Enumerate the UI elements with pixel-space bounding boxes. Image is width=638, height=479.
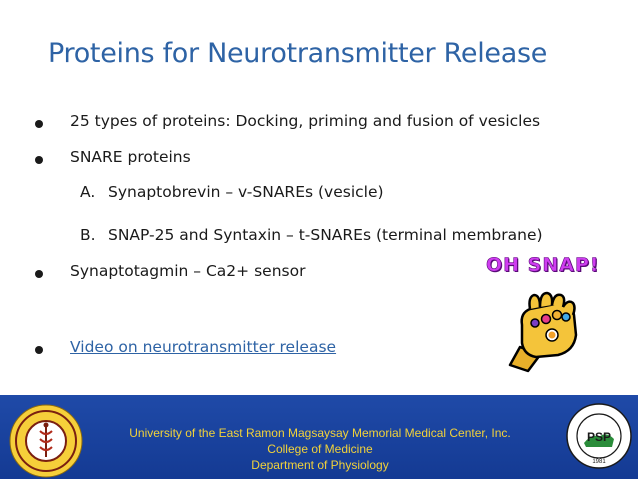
uermmmc-seal-icon xyxy=(9,404,83,478)
footer-band: University of the East Ramon Magsaysay M… xyxy=(0,395,638,479)
psp-seal-icon: PSP 1981 xyxy=(566,403,632,469)
psp-seal-year: 1981 xyxy=(592,459,606,465)
bullet-dot xyxy=(35,270,43,278)
footer-college: College of Medicine xyxy=(267,442,373,456)
video-link[interactable]: Video on neurotransmitter release xyxy=(70,338,337,356)
oh-snap-sticker-text: OH SNAP! xyxy=(486,254,600,277)
bullet-dot xyxy=(35,120,43,128)
sub-item-synaptobrevin: A. Synaptobrevin – v-SNAREs (vesicle) xyxy=(80,183,384,201)
bullet-dot xyxy=(35,346,43,354)
sub-item-letter: B. xyxy=(80,226,96,244)
sub-item-letter: A. xyxy=(80,183,96,201)
bullet-proteins-types: 25 types of proteins: Docking, priming a… xyxy=(70,112,541,130)
footer-department: Department of Physiology xyxy=(251,458,389,472)
gauntlet-sticker-icon xyxy=(508,291,578,373)
sub-item-snap25: B. SNAP-25 and Syntaxin – t-SNAREs (termi… xyxy=(80,226,543,244)
bullet-snare-proteins: SNARE proteins xyxy=(70,148,191,166)
slide-title: Proteins for Neurotransmitter Release xyxy=(48,38,548,69)
bullet-dot xyxy=(35,156,43,164)
sub-item-text: SNAP-25 and Syntaxin – t-SNAREs (termina… xyxy=(108,226,543,244)
sub-item-text: Synaptobrevin – v-SNAREs (vesicle) xyxy=(108,183,384,201)
bullet-synaptotagmin: Synaptotagmin – Ca2+ sensor xyxy=(70,262,306,280)
footer-university: University of the East Ramon Magsaysay M… xyxy=(129,426,511,440)
psp-seal-abbr: PSP xyxy=(587,430,611,444)
footer-text: University of the East Ramon Magsaysay M… xyxy=(110,425,530,473)
